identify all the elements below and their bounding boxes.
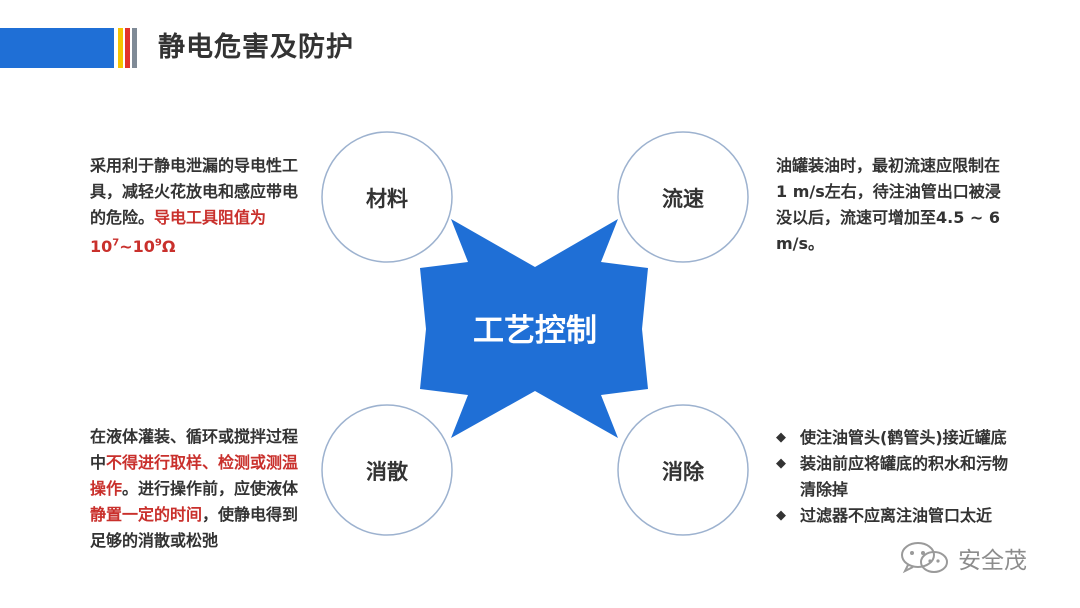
circle-flow-rate <box>617 131 749 263</box>
dissipation-description: 在液体灌装、循环或搅拌过程中不得进行取样、检测或测温操作。进行操作前，应使液体静… <box>90 424 304 554</box>
materials-description: 采用利于静电泄漏的导电性工具，减轻火花放电和感应带电的危险。导电工具阻值为107… <box>90 153 302 260</box>
header-stripe-yellow <box>118 28 123 68</box>
circle-dissipation <box>321 404 453 536</box>
header-stripe-red <box>125 28 130 68</box>
circle-label-materials: 材料 <box>366 187 408 211</box>
dissipation-highlight-1: 不得进行取样、检测或测温操作 <box>90 453 299 498</box>
header-accent-bar <box>0 28 114 68</box>
dissipation-text-2: 。进行操作前，应使液体 <box>122 479 299 498</box>
list-item: ◆ 过滤器不应离注油管口太近 <box>776 503 1011 529</box>
materials-resistance-highlight: 导电工具阻值为107~109Ω <box>90 208 266 256</box>
header-stripe-gray <box>132 28 137 68</box>
watermark: 安全茂 <box>898 540 1027 576</box>
circle-label-elimination: 消除 <box>662 460 705 484</box>
dissipation-text-1: 在液体灌装、循环或搅拌过程中 <box>90 427 299 472</box>
list-item: ◆ 装油前应将罐底的积水和污物清除掉 <box>776 451 1011 503</box>
four-way-arrow-shape <box>420 219 648 438</box>
diamond-bullet-icon: ◆ <box>776 508 786 523</box>
resistance-exponent-1: 7 <box>112 238 120 249</box>
wechat-icon <box>901 542 948 574</box>
elimination-list: ◆ 使注油管头(鹤管头)接近罐底 ◆ 装油前应将罐底的积水和污物清除掉 ◆ 过滤器不应… <box>776 425 1011 529</box>
circle-label-dissipation: 消散 <box>366 460 408 484</box>
list-item-text: 装油前应将罐底的积水和污物清除掉 <box>800 454 1009 499</box>
circle-materials <box>321 131 453 263</box>
flow-rate-description: 油罐装油时，最初流速应限制在1 m/s左右，待注油管出口被浸没以后，流速可增加至… <box>776 156 1001 253</box>
list-item-text: 使注油管头(鹤管头)接近罐底 <box>800 428 1007 447</box>
resistance-exponent-2: 9 <box>154 238 162 249</box>
dissipation-highlight-2: 静置一定的时间 <box>90 505 203 524</box>
resistance-text-a: 导电工具阻值为10 <box>90 208 267 257</box>
page-title: 静电危害及防护 <box>158 32 354 63</box>
resistance-unit: Ω <box>161 237 176 257</box>
center-label: 工艺控制 <box>473 313 597 349</box>
watermark-text: 安全茂 <box>958 548 1027 574</box>
circle-elimination <box>617 404 749 536</box>
circle-label-flow-rate: 流速 <box>662 187 704 211</box>
list-item-text: 过滤器不应离注油管口太近 <box>800 506 993 525</box>
resistance-text-mid: ~10 <box>119 237 155 257</box>
diamond-bullet-icon: ◆ <box>776 456 786 471</box>
list-item: ◆ 使注油管头(鹤管头)接近罐底 <box>776 425 1011 451</box>
diamond-bullet-icon: ◆ <box>776 430 786 445</box>
materials-text: 采用利于静电泄漏的导电性工具，减轻火花放电和感应带电的危险。 <box>90 156 299 227</box>
dissipation-text-3: ，使静电得到足够的消散或松弛 <box>90 505 299 550</box>
